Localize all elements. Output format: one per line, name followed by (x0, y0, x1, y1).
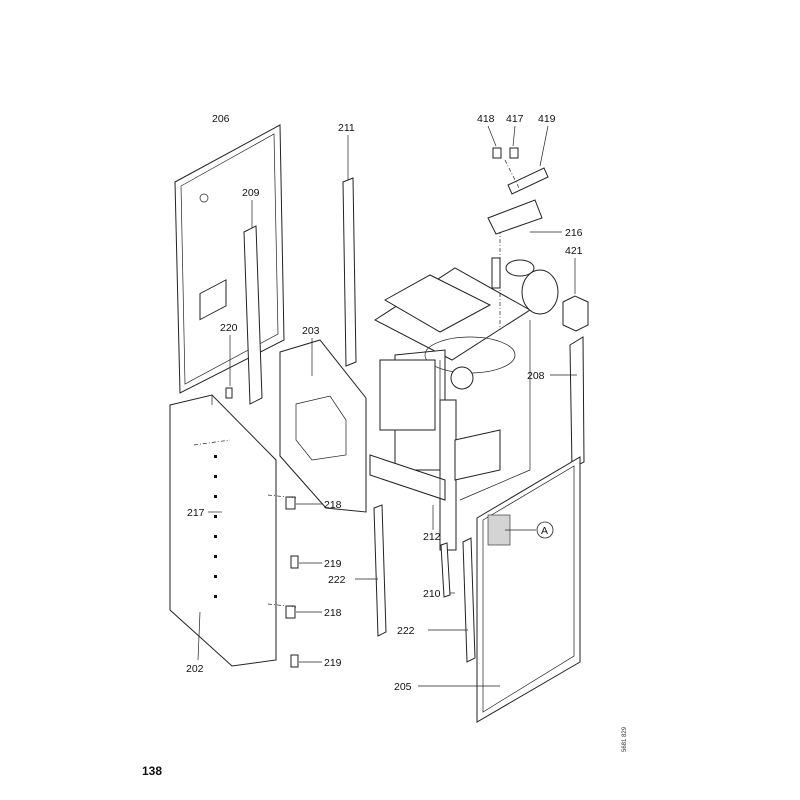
callout-218-lower: 218 (324, 607, 342, 619)
callout-203: 203 (302, 325, 320, 337)
callout-218-upper: 218 (324, 499, 342, 511)
part-222-strip-right (428, 537, 476, 663)
part-219-clip-lower (290, 654, 322, 668)
part-209-strip (243, 200, 263, 405)
callout-421: 421 (565, 245, 583, 257)
part-boiler-main-unit (369, 230, 559, 598)
part-219-clip-upper (290, 555, 322, 569)
callout-206: 206 (212, 113, 230, 125)
part-203-panel (279, 338, 367, 513)
callout-205: 205 (394, 681, 412, 693)
callout-a: A (541, 525, 548, 537)
part-202-front-panel (169, 394, 277, 667)
part-208-strip (550, 336, 585, 469)
part-206-back-panel (174, 124, 285, 394)
part-205-front-door (418, 456, 581, 723)
callout-418: 418 (477, 113, 495, 125)
callout-208: 208 (527, 370, 545, 382)
callout-211: 211 (338, 122, 355, 134)
callout-216: 216 (565, 227, 583, 239)
part-218-clip-lower (267, 603, 322, 619)
part-218-clip-upper (267, 494, 322, 510)
page-number: 138 (142, 764, 162, 778)
drawing-code: 5681 829 (622, 726, 628, 752)
part-418-417-419-216 (487, 125, 562, 235)
callout-209: 209 (242, 187, 260, 199)
callout-222-right: 222 (397, 625, 415, 637)
callout-219-lower: 219 (324, 657, 342, 669)
callout-219-upper: 219 (324, 558, 342, 570)
part-211-strip (342, 135, 357, 367)
callout-417: 417 (506, 113, 524, 125)
part-222-strip-left (355, 504, 387, 637)
callout-222-left: 222 (328, 574, 346, 586)
part-421-module (562, 258, 589, 332)
callout-202: 202 (186, 663, 204, 675)
callout-419: 419 (538, 113, 556, 125)
callout-210: 210 (423, 588, 441, 600)
callout-220: 220 (220, 322, 238, 334)
callout-212: 212 (423, 531, 441, 543)
callout-217: 217 (187, 507, 205, 519)
part-220-fastener (225, 335, 233, 399)
